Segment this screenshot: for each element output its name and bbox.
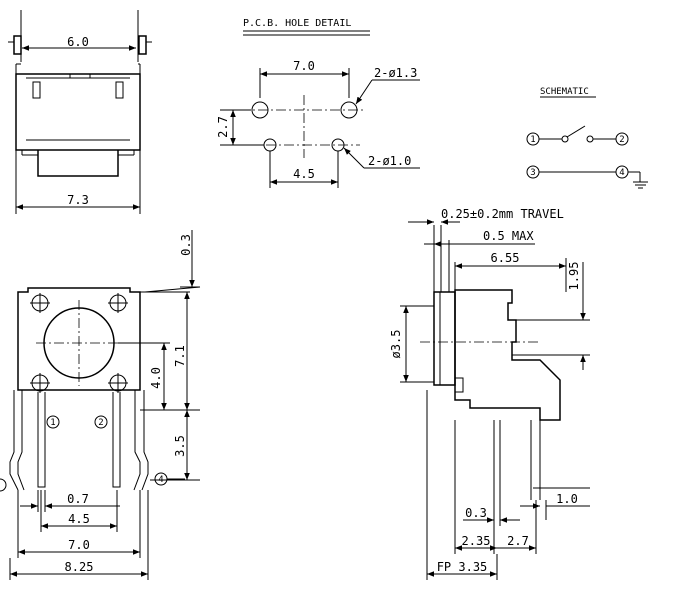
front-dim-35: 3.5: [173, 435, 187, 457]
side-fp-335: FP 3.35: [437, 560, 488, 574]
pcb-holes-13: 2-ø1.3: [374, 66, 417, 80]
side-max: 0.5 MAX: [483, 229, 534, 243]
pcb-spacing-45: 4.5: [293, 167, 315, 181]
front-view: 0.3 7.1 4.0 3.5 0.7 4.5 7.0 8.25 1 2 4: [0, 230, 201, 580]
schematic-terminal-1: 1: [530, 135, 535, 145]
side-travel: 0.25±0.2mm TRAVEL: [441, 207, 564, 221]
front-dim-71: 7.1: [173, 345, 187, 367]
front-dim-45: 4.5: [68, 512, 90, 526]
top-width-60: 6.0: [67, 35, 89, 49]
front-pin-4: 4: [158, 475, 163, 485]
front-dim-07: 0.7: [67, 492, 89, 506]
pcb-spacing-70: 7.0: [293, 59, 315, 73]
side-dim-655: 6.55: [491, 251, 520, 265]
schematic-terminal-4: 4: [619, 168, 624, 178]
pcb-pitch-27: 2.7: [216, 116, 230, 138]
side-dim-27: 2.7: [507, 534, 529, 548]
front-dim-03: 0.3: [179, 234, 193, 256]
top-width-73: 7.3: [67, 193, 89, 207]
pcb-title: P.C.B. HOLE DETAIL: [243, 18, 351, 29]
side-dia-35: ø3.5: [389, 330, 403, 359]
pcb-holes-10: 2-ø1.0: [368, 154, 411, 168]
pcb-hole-detail: P.C.B. HOLE DETAIL 7.0 2-ø1.3 2.7 2-ø1: [216, 18, 420, 188]
schematic-terminal-3: 3: [530, 168, 535, 178]
top-view: 6.0 7.3: [8, 10, 152, 214]
front-dim-825: 8.25: [65, 560, 94, 574]
side-dim-235: 2.35: [462, 534, 491, 548]
side-dim-195: 1.95: [567, 262, 581, 291]
front-dim-40: 4.0: [149, 367, 163, 389]
front-pin-2: 2: [98, 418, 103, 428]
front-pin-1: 1: [50, 418, 55, 428]
side-dim-03: 0.3: [465, 506, 487, 520]
side-view: 0.25±0.2mm TRAVEL 0.5 MAX 6.55 1.95 ø3.5…: [389, 207, 590, 580]
schematic-title: SCHEMATIC: [540, 87, 589, 97]
schematic-terminal-2: 2: [619, 135, 624, 145]
front-dim-70: 7.0: [68, 538, 90, 552]
schematic: SCHEMATIC 1 2 3 4: [526, 87, 648, 189]
side-dim-10: 1.0: [556, 492, 578, 506]
